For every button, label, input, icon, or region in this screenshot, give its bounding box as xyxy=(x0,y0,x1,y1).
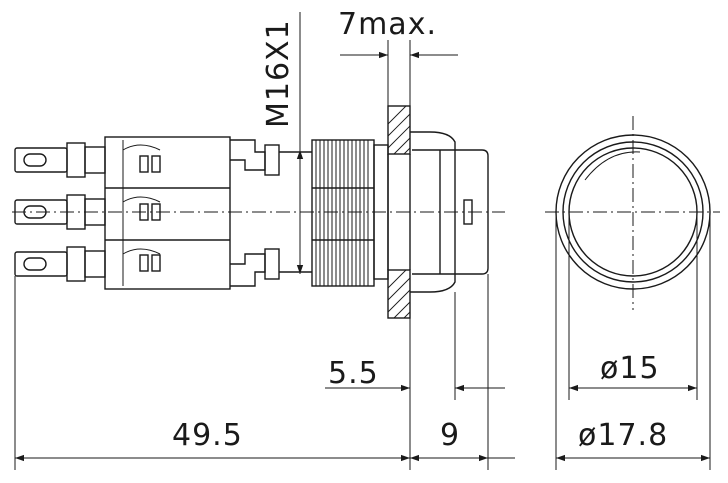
button-cap xyxy=(455,149,489,275)
side-view xyxy=(12,105,505,319)
mounting-panel xyxy=(387,105,411,319)
bezel-ring-circle xyxy=(562,141,704,283)
switch-body xyxy=(104,136,312,290)
dimension-lines xyxy=(14,12,711,470)
overall-length-label: 49.5 xyxy=(172,418,243,453)
threaded-bushing xyxy=(311,139,389,287)
front-length-label: 9 xyxy=(440,418,460,453)
inner-diameter-label: ø15 xyxy=(600,351,660,386)
outer-diameter-label: ø17.8 xyxy=(578,418,668,453)
thread-size-label: M16X1 xyxy=(261,19,296,128)
flange-dimension-label: 5.5 xyxy=(328,356,379,391)
bezel xyxy=(410,131,456,293)
panel-thickness-label: 7max. xyxy=(338,7,437,42)
highlight-arc xyxy=(584,151,641,181)
front-view xyxy=(545,116,720,310)
